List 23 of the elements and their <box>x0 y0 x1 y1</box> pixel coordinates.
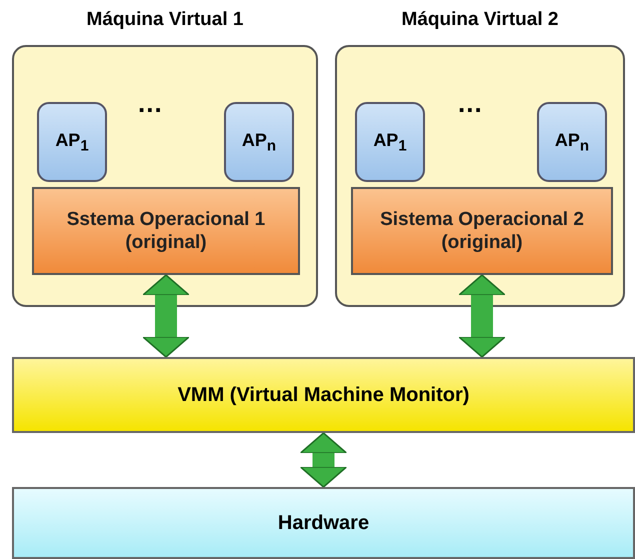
ellipsis-text: ... <box>138 88 163 119</box>
system-label: Sistema Operacional 2 (original) <box>379 208 585 254</box>
ellipsis-text: ... <box>458 88 483 119</box>
layer-label: Hardware <box>278 512 370 534</box>
double-arrow <box>142 274 190 358</box>
system-label: Sstema Operacional 1 (original) <box>66 208 266 254</box>
double-arrow <box>300 432 348 488</box>
app-label: AP$_{1}$ <box>55 130 89 154</box>
application-box <box>224 102 294 182</box>
double-arrow <box>458 274 506 358</box>
application-box <box>37 102 107 182</box>
machine-heading: Máquina Virtual 1 <box>86 9 244 31</box>
operating-system-box <box>351 187 613 275</box>
app-label: AP$_{n}$ <box>242 130 276 154</box>
layer-band <box>12 357 635 433</box>
application-box <box>355 102 425 182</box>
app-label: AP$_{1}$ <box>373 130 407 154</box>
operating-system-box <box>32 187 300 275</box>
app-label: AP$_{n}$ <box>554 130 590 154</box>
layer-band <box>12 487 635 559</box>
layer-label: VMM (Virtual Machine Monitor) <box>178 384 470 406</box>
machine-heading: Máquina Virtual 2 <box>400 9 560 31</box>
application-box <box>537 102 607 182</box>
